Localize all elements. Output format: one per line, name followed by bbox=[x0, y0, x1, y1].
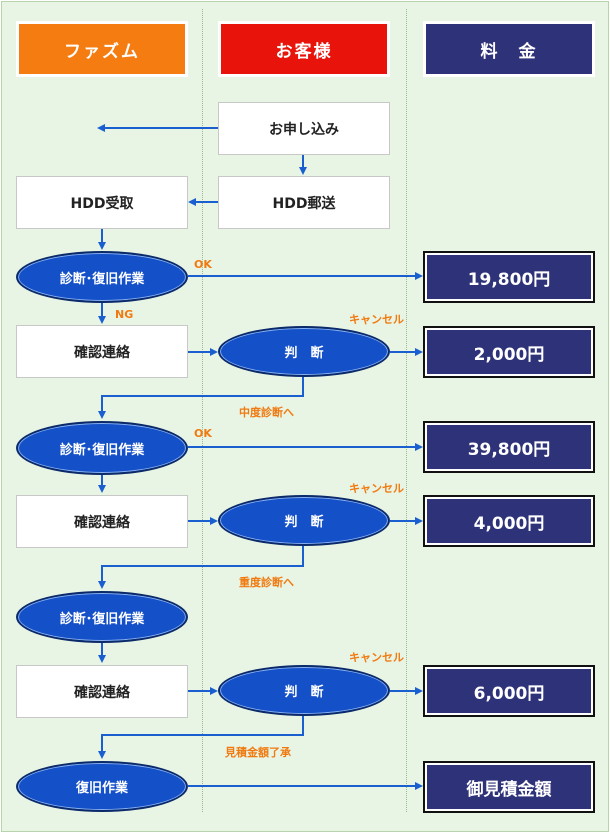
step-apply: お申し込み bbox=[218, 102, 390, 155]
label-cancel-2: キャンセル bbox=[349, 482, 404, 495]
step-diagnosis-3: 診断･復旧作業 bbox=[16, 591, 188, 643]
step-confirm-3: 確認連絡 bbox=[16, 665, 188, 718]
step-judge-3: 判 断 bbox=[218, 665, 390, 716]
step-hdd-send: HDD郵送 bbox=[218, 176, 390, 229]
step-judge-1: 判 断 bbox=[218, 326, 390, 377]
label-ng: NG bbox=[115, 308, 134, 321]
arrow bbox=[98, 377, 304, 419]
arrow bbox=[98, 716, 304, 759]
price-2000: 2,000円 bbox=[423, 326, 595, 378]
step-diagnosis-1: 診断･復旧作業 bbox=[16, 251, 188, 303]
label-mid-diagnosis: 中度診断へ bbox=[239, 406, 294, 419]
step-diagnosis-2: 診断･復旧作業 bbox=[16, 421, 188, 475]
label-cancel-1: キャンセル bbox=[349, 313, 404, 326]
arrow bbox=[98, 546, 304, 589]
column-divider bbox=[406, 9, 407, 812]
price-estimate: 御見積金額 bbox=[423, 761, 595, 813]
label-heavy-diagnosis: 重度診断へ bbox=[239, 576, 294, 589]
step-confirm-1: 確認連絡 bbox=[16, 325, 188, 378]
step-hdd-receive: HDD受取 bbox=[16, 176, 188, 229]
price-19800: 19,800円 bbox=[423, 251, 595, 303]
price-4000: 4,000円 bbox=[423, 495, 595, 547]
step-repair: 復旧作業 bbox=[16, 761, 188, 812]
header-fazum: ファズム bbox=[16, 21, 188, 77]
column-divider bbox=[202, 9, 203, 812]
label-ok-1: OK bbox=[194, 258, 212, 271]
header-customer: お客様 bbox=[218, 21, 390, 77]
price-6000: 6,000円 bbox=[423, 665, 595, 717]
header-fee: 料 金 bbox=[423, 21, 595, 77]
step-judge-2: 判 断 bbox=[218, 495, 390, 546]
price-39800: 39,800円 bbox=[423, 421, 595, 473]
label-cancel-3: キャンセル bbox=[349, 651, 404, 664]
label-ok-2: OK bbox=[194, 427, 212, 440]
step-confirm-2: 確認連絡 bbox=[16, 495, 188, 548]
label-estimate-accepted: 見積金額了承 bbox=[225, 746, 291, 759]
